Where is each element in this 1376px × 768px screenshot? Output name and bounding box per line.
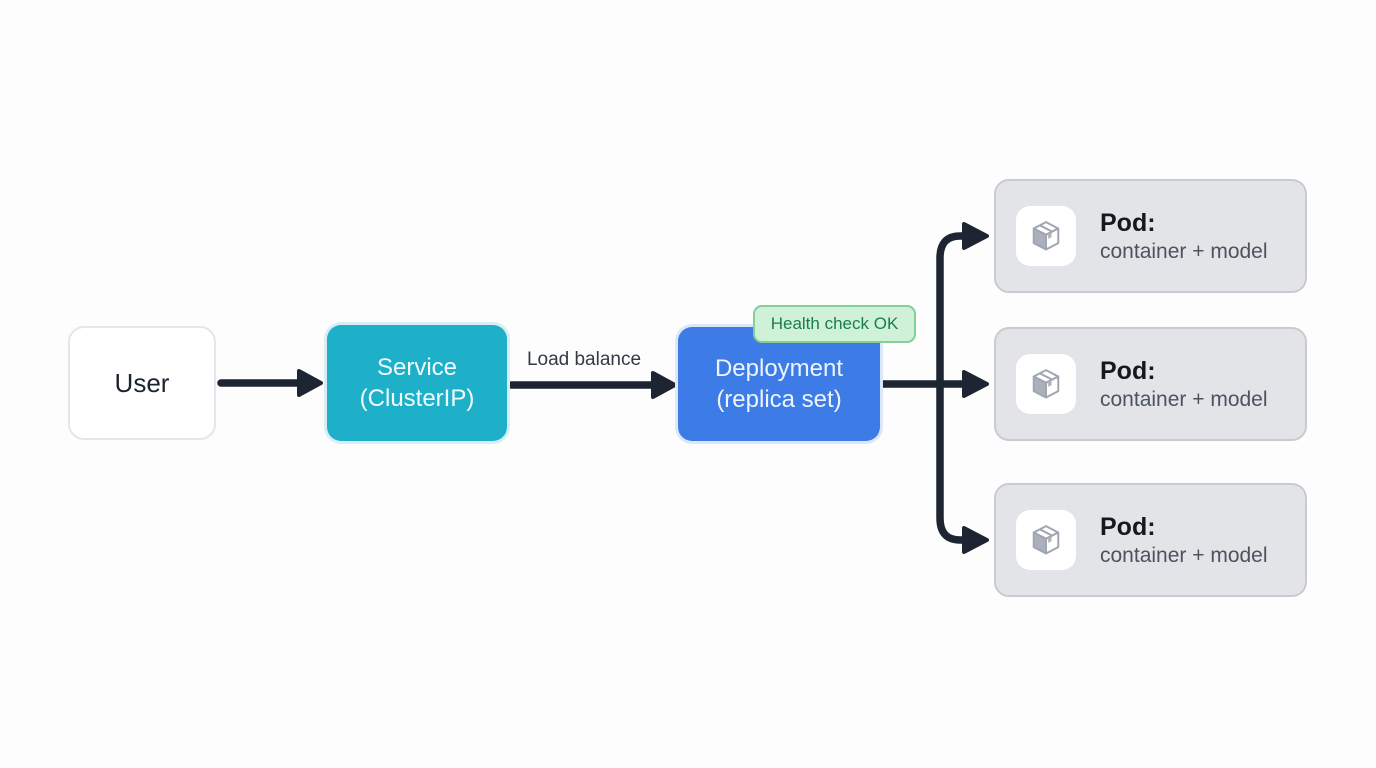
pod-subtitle: container + model bbox=[1100, 543, 1268, 567]
load-balance-label: Load balance bbox=[526, 349, 642, 370]
package-icon bbox=[1032, 221, 1060, 251]
node-user: User bbox=[68, 326, 216, 440]
arrow-user-to-service bbox=[217, 369, 323, 397]
pod-subtitle: container + model bbox=[1100, 387, 1268, 411]
package-icon bbox=[1032, 525, 1060, 555]
node-pod-3: Pod: container + model bbox=[994, 483, 1307, 597]
pod-icon-tile bbox=[1016, 206, 1076, 266]
node-pod-1: Pod: container + model bbox=[994, 179, 1307, 293]
node-user-label: User bbox=[114, 367, 170, 398]
pod-title: Pod: bbox=[1100, 356, 1156, 385]
node-deployment-sublabel: (replica set) bbox=[716, 386, 842, 413]
node-pod-2: Pod: container + model bbox=[994, 327, 1307, 441]
pod-subtitle: container + model bbox=[1100, 239, 1268, 263]
health-check-badge: Health check OK bbox=[753, 305, 916, 343]
node-deployment: Deployment (replica set) bbox=[678, 327, 880, 441]
node-deployment-label: Deployment bbox=[714, 355, 844, 382]
pod-title: Pod: bbox=[1100, 512, 1156, 541]
package-icon bbox=[1032, 369, 1060, 399]
node-service-sublabel: (ClusterIP) bbox=[359, 385, 475, 412]
node-service-label: Service bbox=[376, 354, 458, 381]
pod-title: Pod: bbox=[1100, 208, 1156, 237]
node-service: Service (ClusterIP) bbox=[327, 325, 507, 441]
arrow-deployment-to-pods bbox=[878, 222, 989, 554]
arrow-service-to-deployment bbox=[507, 371, 677, 399]
pod-icon-tile bbox=[1016, 510, 1076, 570]
pod-icon-tile bbox=[1016, 354, 1076, 414]
